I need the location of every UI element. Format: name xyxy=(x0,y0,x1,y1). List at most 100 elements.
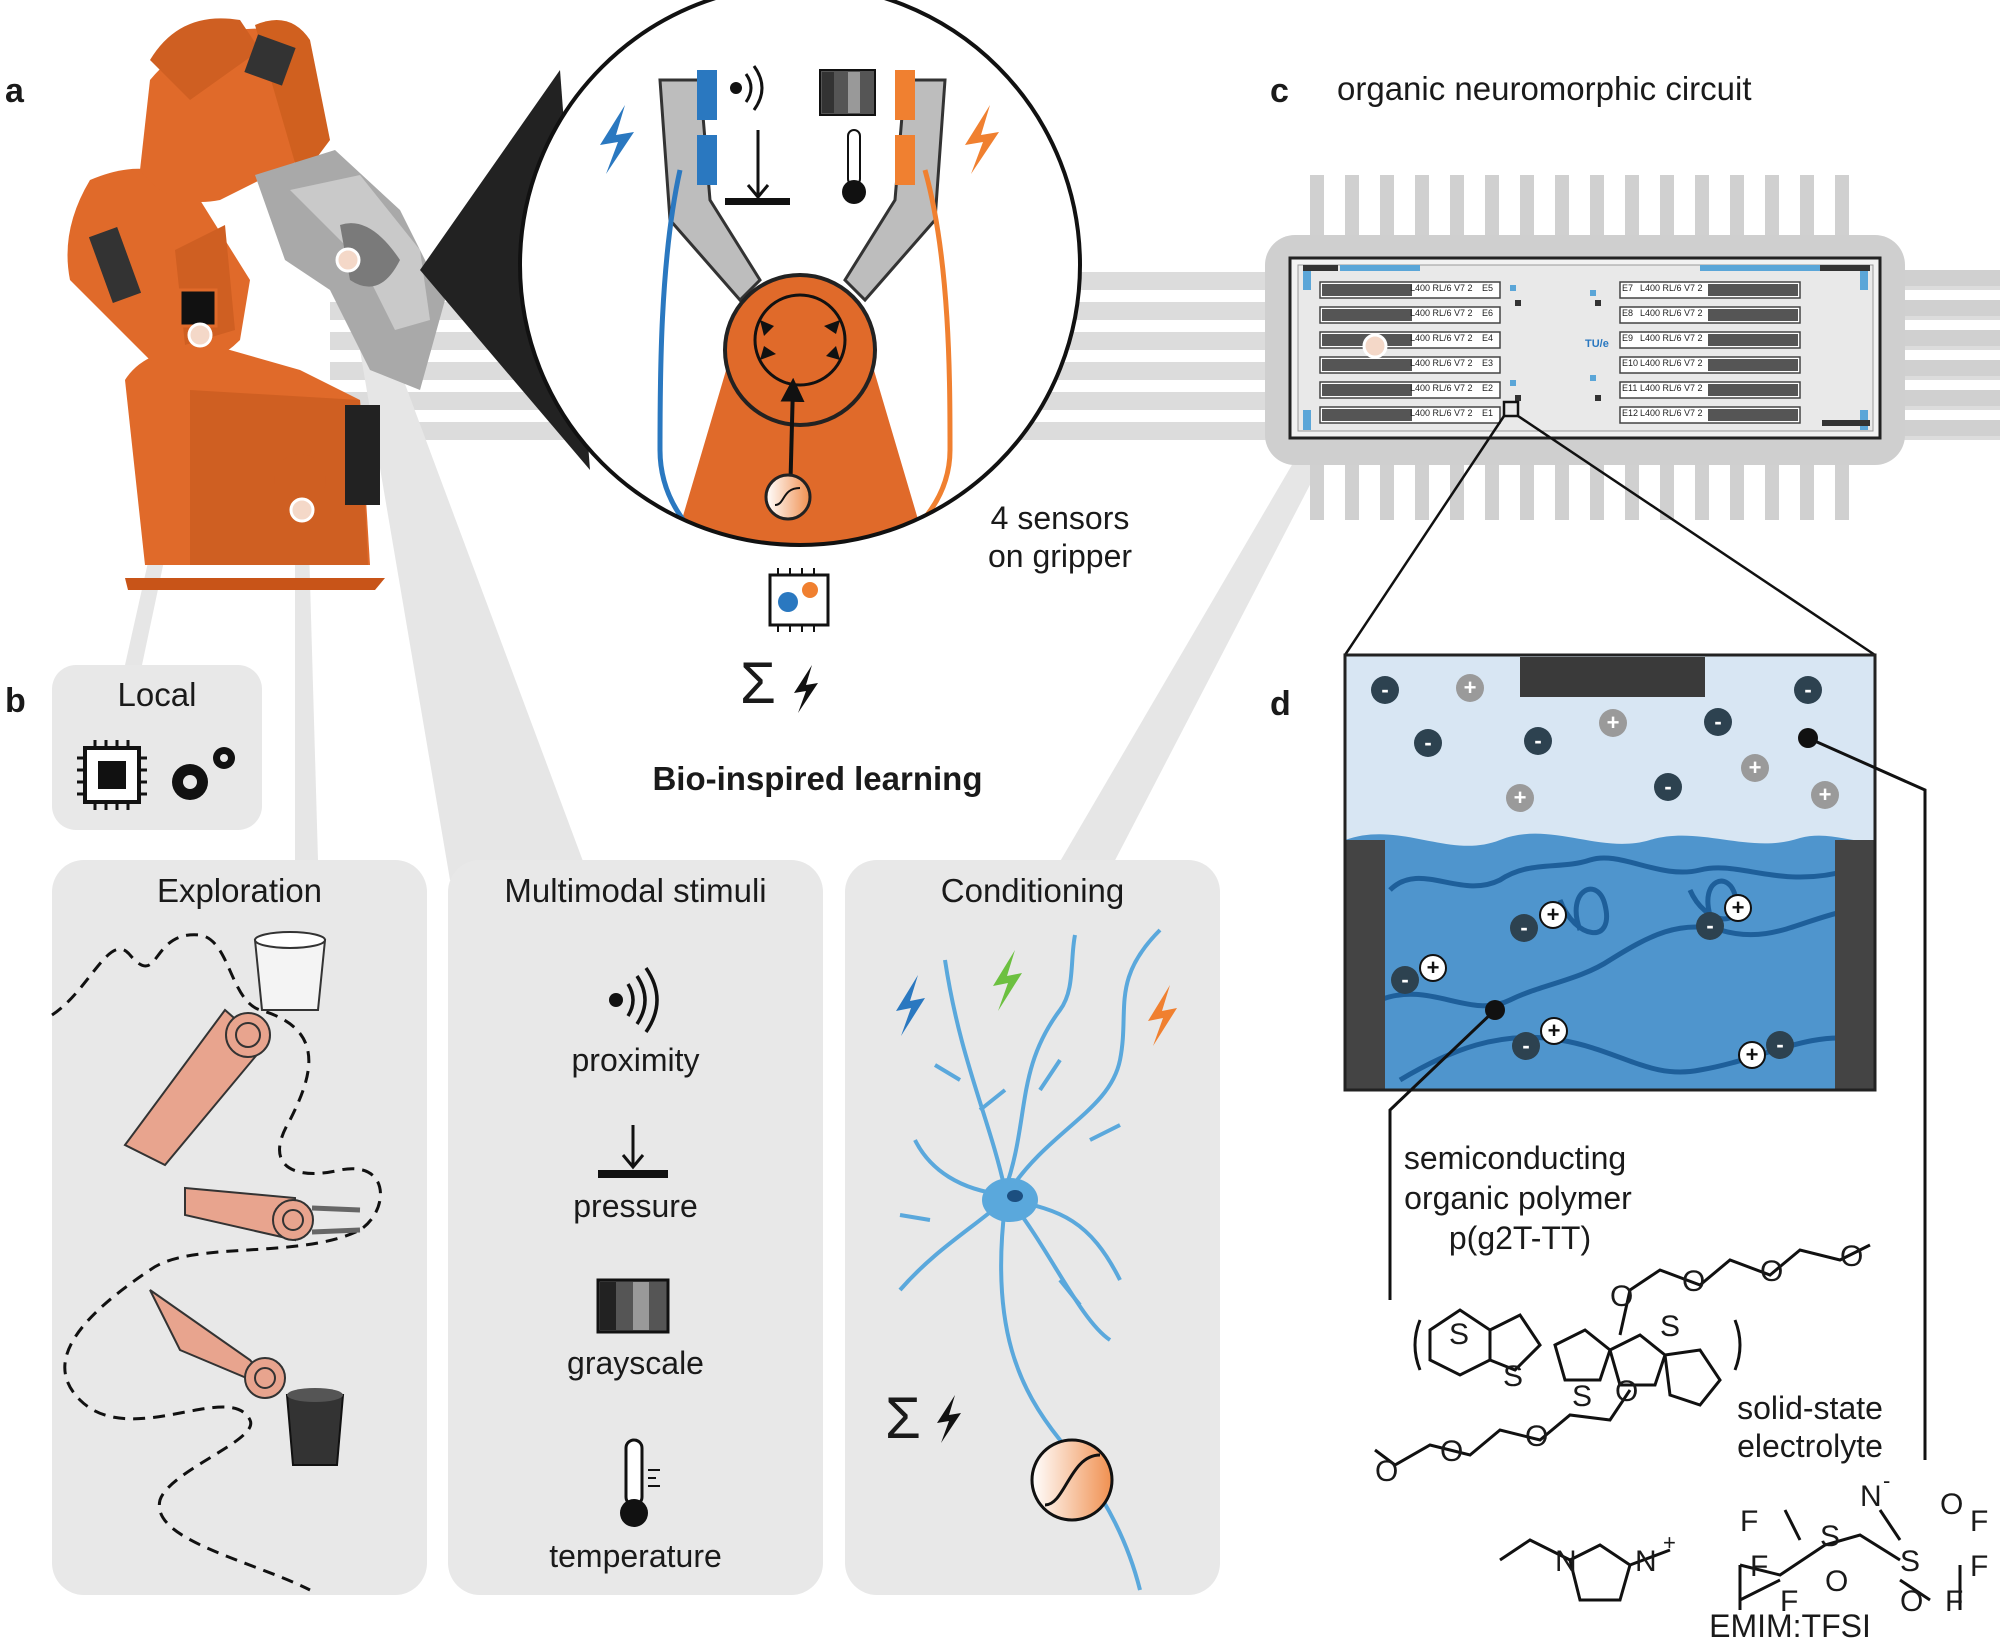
chip-label: L400 RL/6 V7 2 xyxy=(1410,408,1473,418)
stimulus-label-proximity: proximity xyxy=(571,1042,700,1078)
robot-arm xyxy=(67,18,445,590)
cation-icon: + xyxy=(1540,1017,1568,1045)
local-title: Local xyxy=(117,676,197,713)
chip-id: E4 xyxy=(1482,333,1494,343)
cation-icon: + xyxy=(1419,954,1447,982)
panel-label-a: a xyxy=(5,72,24,110)
atom-o: O xyxy=(1682,1265,1706,1298)
zoom-lines xyxy=(1343,414,1876,657)
cation-icon: + xyxy=(1599,709,1627,737)
atom-s: S xyxy=(1660,1310,1681,1343)
atom-n: N xyxy=(1555,1545,1577,1578)
atom-n: N xyxy=(1635,1545,1657,1578)
atom-f: F xyxy=(1780,1585,1799,1618)
anion-icon: - xyxy=(1391,966,1419,994)
sum-symbol-main: Σ xyxy=(740,651,776,716)
atom-o: O xyxy=(1940,1488,1964,1521)
lightning-black-icon xyxy=(937,1395,961,1443)
chip-id: E11 xyxy=(1622,383,1638,393)
chip-logo: TU/e xyxy=(1585,338,1609,350)
chip-id: E9 xyxy=(1622,333,1634,343)
atom-s: S xyxy=(1900,1545,1921,1578)
charge-minus: - xyxy=(1883,1468,1891,1493)
polymer-label-line1: semiconducting xyxy=(1403,1140,1627,1176)
chip-label: L400 RL/6 V7 2 xyxy=(1410,333,1473,343)
chip-label: L400 RL/6 V7 2 xyxy=(1640,308,1703,318)
atom-o: O xyxy=(1840,1240,1864,1273)
atom-f: F xyxy=(1970,1550,1989,1583)
atom-o: O xyxy=(1615,1375,1639,1408)
anion-icon: - xyxy=(1414,729,1442,757)
activation-function-icon xyxy=(1030,1438,1114,1522)
sum-symbol-conditioning: Σ xyxy=(885,1386,921,1451)
lightning-orange-icon xyxy=(1148,985,1177,1046)
polymer-label-line3: p(g2T-TT) xyxy=(1448,1220,1592,1256)
cation-icon: + xyxy=(1724,894,1752,922)
gripper-note-line1: 4 sensors xyxy=(990,500,1130,536)
chip-id: E8 xyxy=(1622,308,1634,318)
panel-label-b: b xyxy=(5,682,26,720)
chip-id: E6 xyxy=(1482,308,1494,318)
anion-icon: - xyxy=(1696,912,1724,940)
atom-f: F xyxy=(1945,1585,1964,1618)
cation-icon: + xyxy=(1506,784,1534,812)
stimulus-label-temperature: temperature xyxy=(549,1538,722,1574)
atom-s: S xyxy=(1449,1318,1470,1351)
atom-o: O xyxy=(1610,1280,1634,1313)
chip-label: L400 RL/6 V7 2 xyxy=(1640,333,1703,343)
charge-plus: + xyxy=(1663,1530,1676,1555)
atom-s: S xyxy=(1503,1360,1524,1393)
processor-chip-icon xyxy=(768,568,830,713)
polymer-label-line2: organic polymer xyxy=(1404,1180,1632,1216)
chip-id: E12 xyxy=(1622,408,1639,418)
polymer-structure xyxy=(1374,1243,1871,1467)
atom-s: S xyxy=(1820,1520,1841,1553)
chip-id: E10 xyxy=(1622,358,1639,368)
stimuli-icons xyxy=(596,967,670,1527)
gripper-note-line2: on gripper xyxy=(987,538,1133,574)
chip-label: L400 RL/6 V7 2 xyxy=(1410,308,1473,318)
chip-id: E1 xyxy=(1482,408,1494,418)
local-icons xyxy=(77,740,235,810)
cation-icon: + xyxy=(1539,901,1567,929)
callout-dots xyxy=(187,247,1388,523)
atom-o: O xyxy=(1900,1585,1924,1618)
electrolyte-name: EMIM:TFSI xyxy=(1709,1608,1871,1644)
chip-label: L400 RL/6 V7 2 xyxy=(1410,383,1473,393)
conditioning-title: Conditioning xyxy=(940,872,1125,909)
atom-f: F xyxy=(1750,1550,1769,1583)
gripper-zoom-circle xyxy=(518,0,1082,547)
panel-label-d: d xyxy=(1270,685,1291,723)
exploration-title: Exploration xyxy=(156,872,323,909)
circuit-title: organic neuromorphic circuit xyxy=(1337,70,1752,107)
stimulus-label-grayscale: grayscale xyxy=(567,1345,704,1381)
anion-icon: - xyxy=(1510,914,1538,942)
neuron-nucleus xyxy=(1007,1190,1023,1202)
chip-label: L400 RL/6 V7 2 xyxy=(1640,383,1703,393)
atom-o: O xyxy=(1825,1565,1849,1598)
atom-o: O xyxy=(1440,1435,1464,1468)
atom-s: S xyxy=(1572,1380,1593,1413)
atom-o: O xyxy=(1760,1255,1784,1288)
chip-label: L400 RL/6 V7 2 xyxy=(1640,283,1703,293)
anion-icon: - xyxy=(1704,708,1732,736)
electrolyte-structure xyxy=(1499,1509,1962,1610)
chip-label: L400 RL/6 V7 2 xyxy=(1640,358,1703,368)
chip-package xyxy=(1265,175,2000,520)
electrolyte-label-line2: electrolyte xyxy=(1737,1428,1883,1464)
atom-o: O xyxy=(1525,1420,1549,1453)
anion-icon: - xyxy=(1371,676,1399,704)
anion-icon: - xyxy=(1794,676,1822,704)
anion-icon: - xyxy=(1766,1031,1794,1059)
chip-label: L400 RL/6 V7 2 xyxy=(1410,283,1473,293)
chip-id: E7 xyxy=(1622,283,1634,293)
anion-icon: - xyxy=(1512,1032,1540,1060)
leader-lines xyxy=(1388,736,1927,1460)
chip-label: L400 RL/6 V7 2 xyxy=(1640,408,1703,418)
panel-label-c: c xyxy=(1270,72,1289,110)
anion-icon: - xyxy=(1654,773,1682,801)
anion-icon: - xyxy=(1524,727,1552,755)
electrolyte-marker xyxy=(1798,728,1818,748)
cation-icon: + xyxy=(1811,781,1839,809)
electrolyte-label-line1: solid-state xyxy=(1737,1390,1883,1426)
